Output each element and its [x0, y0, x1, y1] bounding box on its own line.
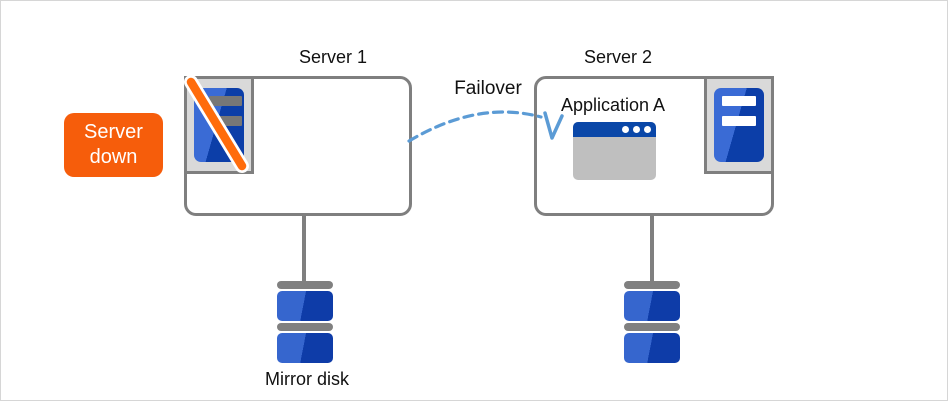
server2-icon	[704, 76, 774, 174]
window-dot-icon	[633, 126, 640, 133]
disk-platter	[624, 291, 680, 321]
window-titlebar	[573, 122, 656, 137]
server-down-line1: Server	[84, 121, 143, 143]
window-dot-icon	[644, 126, 651, 133]
server1-down-icon	[184, 76, 254, 174]
disk-platter	[277, 333, 333, 363]
server1-title: Server 1	[298, 47, 368, 67]
server-down-badge: Server down	[64, 113, 163, 177]
server-slot-bar	[209, 116, 242, 126]
server2-disk-connector	[650, 214, 654, 283]
server-slot-bar	[209, 96, 242, 106]
disk-cap	[277, 323, 333, 331]
window-dot-icon	[622, 126, 629, 133]
server-down-line2: down	[89, 146, 138, 168]
mirror-disk-label: Mirror disk	[265, 369, 349, 389]
disk-platter	[624, 333, 680, 363]
application-label: Application A	[560, 95, 666, 115]
disk-platter	[277, 291, 333, 321]
disk-cap	[624, 323, 680, 331]
application-window-icon	[573, 122, 656, 180]
disk-cap	[277, 281, 333, 289]
server-chassis-icon	[714, 88, 764, 162]
failover-label: Failover	[454, 78, 522, 99]
server-chassis-icon	[194, 88, 244, 162]
mirror-disk-icon-right	[624, 281, 680, 363]
mirror-disk-icon-left	[277, 281, 333, 363]
server-slot-bar	[722, 96, 756, 106]
server-slot-bar	[722, 116, 756, 126]
disk-cap	[624, 281, 680, 289]
server1-disk-connector	[302, 214, 306, 283]
server2-title: Server 2	[583, 47, 653, 67]
